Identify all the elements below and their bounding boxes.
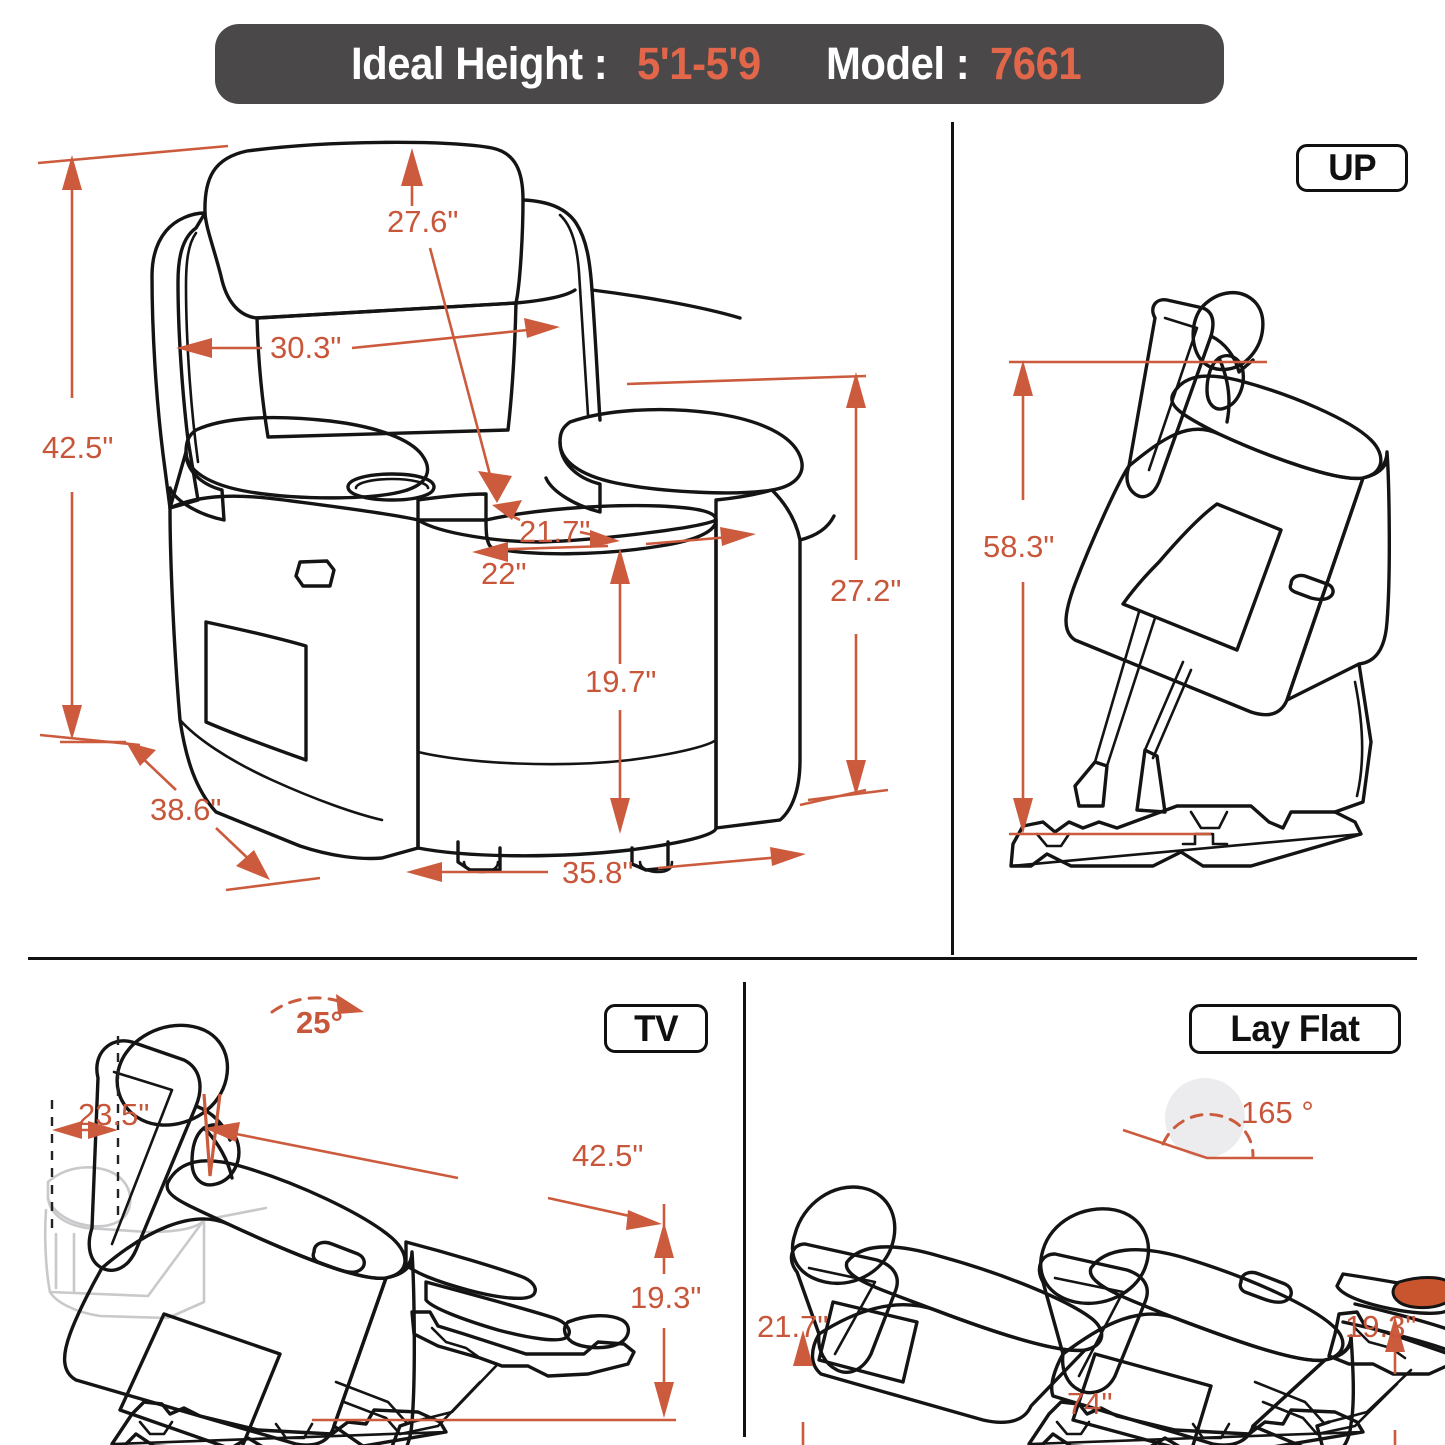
- model-value: 7661: [989, 38, 1082, 89]
- dim-wall-clearance: 23.5": [78, 1097, 150, 1132]
- model-label: Model :: [825, 38, 970, 89]
- dim-seat-height: 19.7": [585, 664, 657, 699]
- recliner-lift-up-drawing: [1009, 290, 1392, 868]
- dim-footrest-height-tv: 19.3": [630, 1280, 702, 1315]
- dim-footrest-height-flat: 19.3": [1345, 1309, 1417, 1344]
- dimension-lines-up: [1009, 360, 1267, 836]
- dim-flat-length: 74": [1067, 1386, 1113, 1421]
- dimension-lines-flat: [793, 1078, 1405, 1445]
- ideal-height-label: Ideal Height :: [351, 38, 608, 89]
- dim-lifted-height: 58.3": [983, 529, 1055, 564]
- model-group: Model : 7661: [826, 38, 1088, 90]
- recliner-tv-position-drawing: [43, 994, 676, 1445]
- mode-label-up: UP: [1296, 144, 1408, 192]
- dim-overall-height: 42.5": [42, 430, 114, 465]
- mode-label-tv: TV: [604, 1004, 708, 1053]
- panel-divider-vertical-top: [951, 122, 954, 955]
- ideal-height-value: 5'1-5'9: [636, 38, 761, 89]
- mode-label-lay-flat: Lay Flat: [1189, 1004, 1401, 1054]
- chair-outline: [150, 140, 836, 874]
- ideal-height-group: Ideal Height : 5'1-5'9: [351, 38, 770, 90]
- ghost-upright-chair: [43, 1166, 268, 1320]
- recliner-front-view-drawing: [37, 140, 889, 892]
- recliner-lay-flat-drawing: [789, 1078, 1445, 1445]
- chair-outline-up: [1009, 290, 1392, 868]
- dim-recline-angle: 25°: [296, 1005, 343, 1040]
- dim-reclined-length: 42.5": [572, 1138, 644, 1173]
- dim-backrest-height: 27.6": [387, 204, 459, 239]
- dim-flat-height: 21.7": [757, 1309, 829, 1344]
- dim-backrest-width: 30.3": [270, 330, 342, 365]
- dim-overall-depth: 38.6": [150, 792, 222, 827]
- chair-outline-flat: [789, 1185, 1445, 1445]
- dim-seat-width: 22": [481, 556, 527, 591]
- panel-divider-vertical-bottom: [743, 982, 746, 1437]
- dimension-lines-main: [37, 144, 889, 892]
- dim-seat-depth: 21.7": [519, 514, 591, 549]
- panel-divider-horizontal: [28, 957, 1417, 960]
- dimension-lines-tv: [50, 994, 676, 1422]
- spec-header-bar: Ideal Height : 5'1-5'9 Model : 7661: [215, 24, 1224, 104]
- dim-flat-angle: 165 °: [1241, 1095, 1314, 1130]
- dim-overall-width: 35.8": [562, 855, 634, 890]
- dim-arm-height: 27.2": [830, 573, 902, 608]
- chair-outline-tv: [62, 1023, 636, 1445]
